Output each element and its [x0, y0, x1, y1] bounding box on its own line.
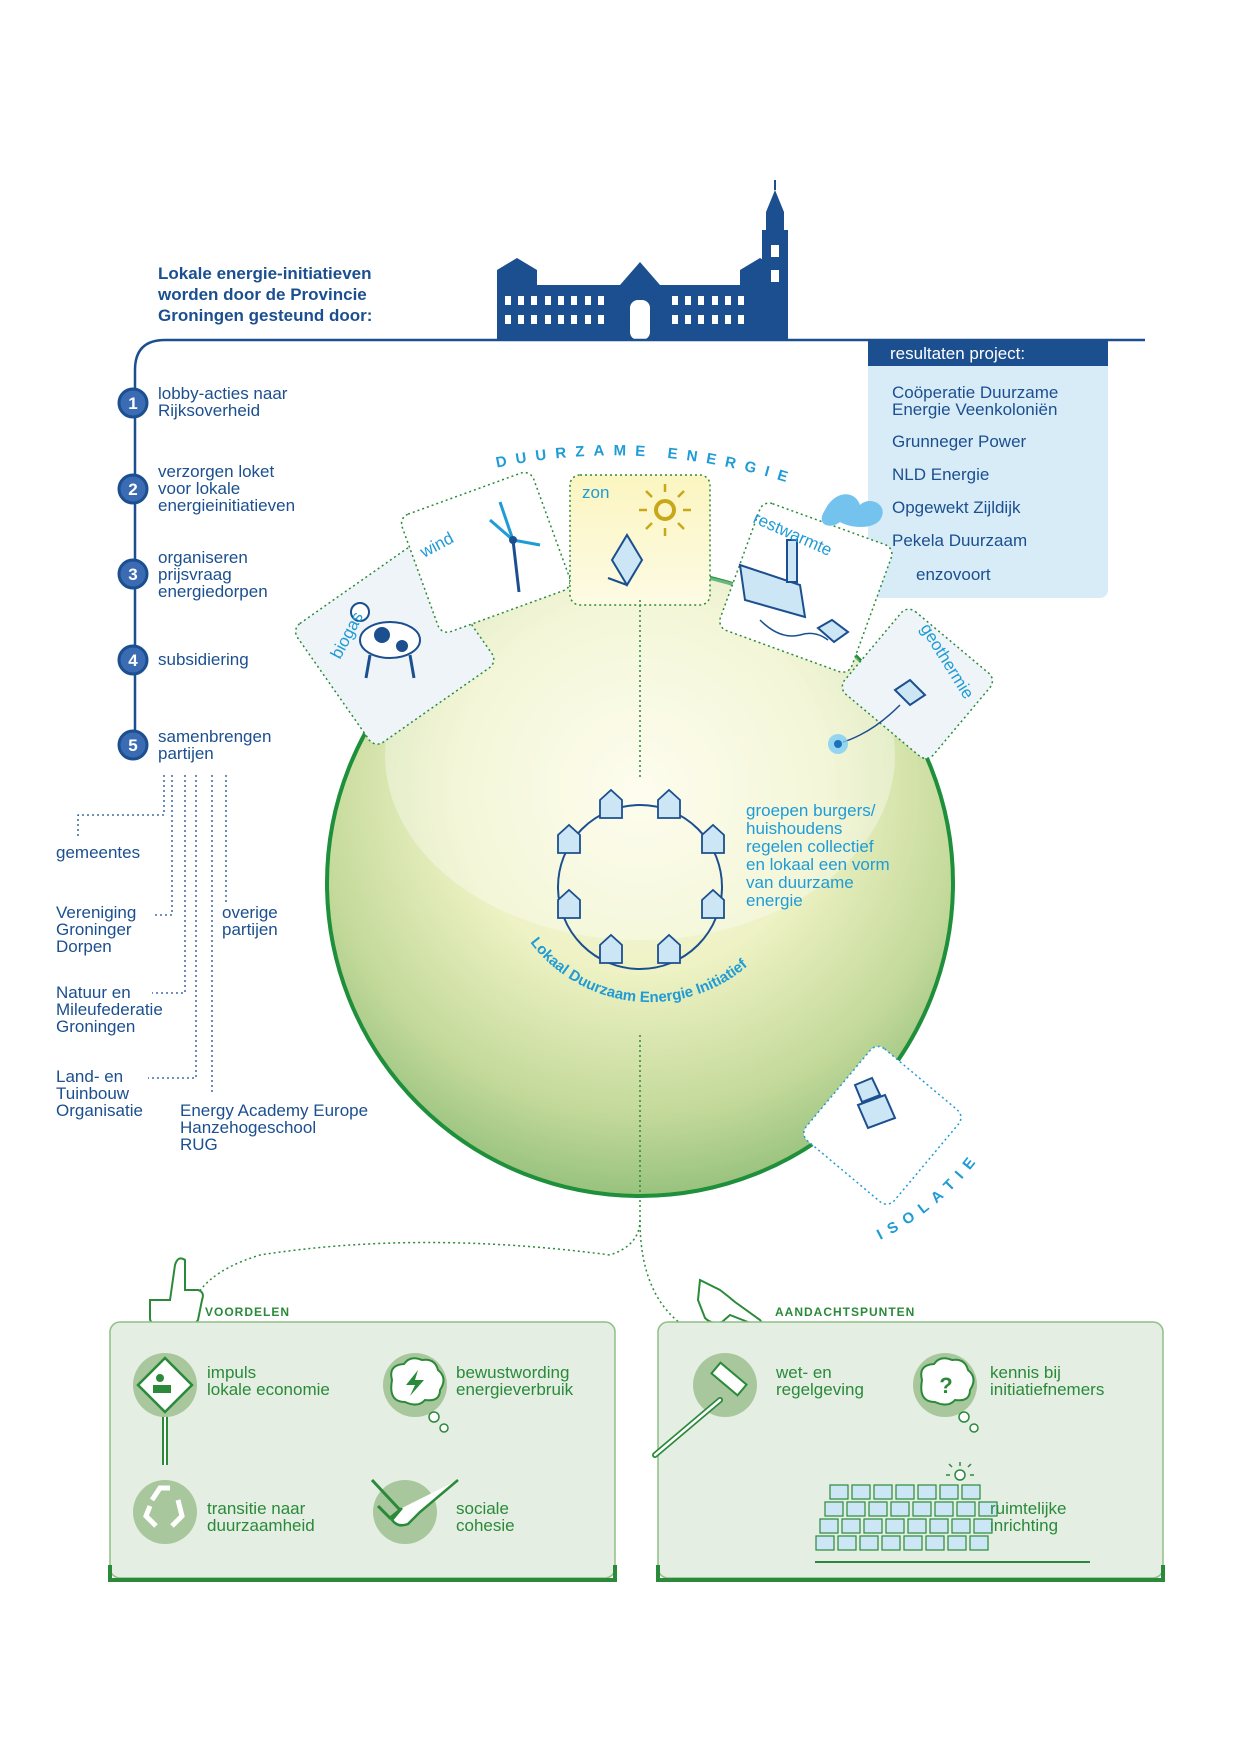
aandachtspunt-kennis: kennis bij initiatiefnemers — [990, 1363, 1105, 1399]
houses-ring — [557, 804, 723, 970]
step-number-4: 4 — [128, 651, 138, 670]
thought-bubble-question-icon: ? — [913, 1353, 979, 1433]
result-item-6: enzovoort — [916, 565, 991, 584]
voordeel-transitie: transitie naar duurzaamheid — [207, 1499, 315, 1535]
step-label-5: samenbrengen partijen — [158, 727, 272, 763]
voordelen-title: VOORDELEN — [205, 1305, 290, 1319]
voordeel-bewustwording: bewustwording energieverbruik — [456, 1363, 574, 1399]
result-item-2: Grunneger Power — [892, 432, 1027, 451]
voordeel-impuls: impuls lokale economie — [207, 1363, 330, 1399]
aandachtspunten-title: AANDACHTSPUNTEN — [775, 1305, 915, 1319]
results-header: resultaten project: — [890, 344, 1026, 363]
aandachtspunt-wetgeving: wet- en regelgeving — [776, 1363, 864, 1399]
zon-label: zon — [582, 483, 609, 502]
house-icon-5 — [557, 888, 581, 919]
insulation-icon — [853, 1076, 897, 1130]
thumbs-up-icon — [149, 1257, 204, 1326]
pointing-hand-icon — [696, 1278, 763, 1328]
step-label-1: lobby-acties naar Rijksoverheid — [158, 384, 288, 420]
party-ltlo: Land- en Tuinbouw Organisatie — [56, 1067, 143, 1120]
result-item-5: Pekela Duurzaam — [892, 531, 1028, 550]
result-item-1: Coöperatie Duurzame Energie Veenkoloniën — [892, 383, 1059, 419]
step-marker-5 — [117, 729, 149, 761]
factory-icon — [738, 539, 850, 644]
step-number-3: 3 — [128, 565, 137, 584]
party-natuur-en-milieufederatie: Natuur en Mileufederatie Groningen — [56, 983, 163, 1036]
step-label-3: organiseren prijsvraag energiedorpen — [158, 548, 268, 601]
voordeel-sociale-cohesie: sociale cohesie — [456, 1499, 515, 1535]
cow-icon — [350, 602, 421, 679]
initiative-description: groepen burgers/ huishoudens regelen col… — [746, 801, 890, 910]
party-gemeentes: gemeentes — [56, 843, 141, 862]
svg-text:?: ? — [939, 1373, 952, 1398]
intro-title: Lokale energie-initiatieven worden door … — [158, 264, 373, 325]
result-item-4: Opgewekt Zijldijk — [892, 498, 1021, 517]
provincehouse-icon — [497, 180, 788, 340]
recycle-icon — [133, 1480, 197, 1544]
result-item-3: NLD Energie — [892, 465, 990, 484]
voordelen-connector — [189, 1035, 641, 1316]
timeline-line — [133, 338, 1145, 755]
step-number-5: 5 — [128, 736, 137, 755]
geothermal-house-icon — [828, 678, 927, 754]
step-marker-3 — [117, 558, 149, 590]
gavel-icon — [652, 1353, 757, 1458]
heat-cloud-icon — [821, 494, 883, 527]
party-knowledge-institutions: Energy Academy Europe Hanzehogeschool RU… — [180, 1101, 369, 1154]
sun-icon — [639, 484, 691, 536]
zon-tile: zon — [569, 474, 711, 606]
wind-tile: wind — [400, 471, 571, 633]
handshake-icon — [370, 1478, 459, 1544]
house-icon-7 — [599, 933, 623, 964]
voordelen-panel — [109, 1321, 616, 1579]
solar-field-icon — [815, 1462, 1090, 1563]
step-number-1: 1 — [128, 394, 137, 413]
aandachtspunten-underline — [656, 1565, 1165, 1582]
results-header-bar — [868, 340, 1108, 366]
house-icon-6 — [701, 888, 725, 919]
house-icon-3 — [557, 823, 581, 854]
geothermie-tile: geothermie — [828, 608, 994, 760]
house-icon-2 — [657, 788, 681, 819]
step-label-4: subsidiering — [158, 650, 249, 669]
step-number-2: 2 — [128, 480, 137, 499]
solar-panel-icon — [607, 533, 644, 587]
party-connectors — [77, 775, 227, 1095]
step-markers: 1 2 3 4 5 — [117, 387, 149, 761]
voordelen-underline — [108, 1565, 617, 1582]
results-panel — [868, 340, 1108, 598]
house-icon-4 — [701, 823, 725, 854]
house-icon-8 — [657, 933, 681, 964]
step-marker-2 — [117, 473, 149, 505]
aandachtspunt-ruimtelijke-inrichting: ruimtelijke inrichting — [990, 1499, 1067, 1535]
party-vereniging-groninger-dorpen: Vereniging Groninger Dorpen — [56, 903, 137, 956]
step-label-2: verzorgen loket voor lokale energieiniti… — [158, 462, 296, 515]
wind-turbine-icon — [489, 501, 541, 593]
step-marker-4 — [117, 644, 149, 676]
house-icon-1 — [599, 788, 623, 819]
houses-group — [557, 788, 725, 964]
step-marker-1 — [117, 387, 149, 419]
party-overige: overige partijen — [222, 903, 278, 939]
thought-bubble-lightning-icon — [383, 1353, 449, 1433]
road-sign-icon — [133, 1353, 197, 1465]
